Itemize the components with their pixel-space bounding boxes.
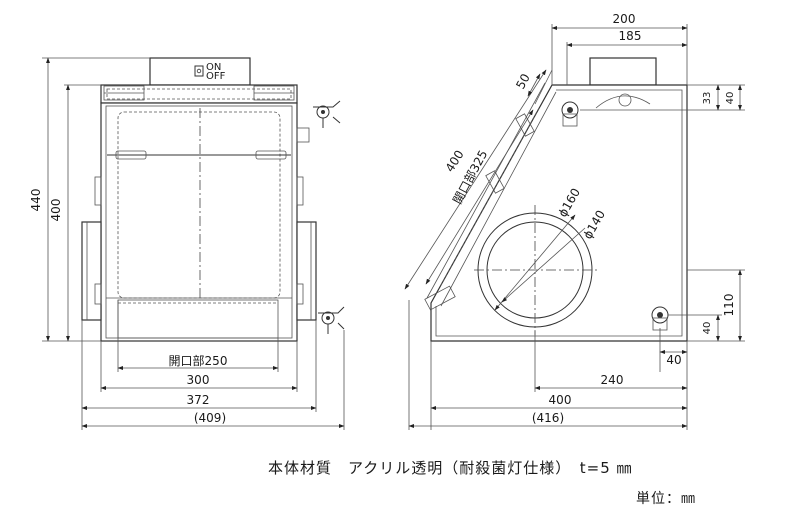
dim-185: 185 <box>619 29 642 43</box>
dim-372: 372 <box>187 393 210 407</box>
switch-box <box>149 57 251 86</box>
switch-on-label: ON <box>206 62 221 73</box>
front-cabinet <box>100 102 298 342</box>
dim-409: (409) <box>194 411 226 425</box>
dim-40-bottom: 40 <box>702 322 713 335</box>
dim-200: 200 <box>613 12 636 26</box>
dim-33: 33 <box>702 92 713 105</box>
dim-440: 440 <box>29 189 43 212</box>
valve-icon <box>318 306 345 334</box>
dim-50: 50 <box>513 71 533 91</box>
dim-300: 300 <box>187 373 210 387</box>
dim-110: 110 <box>722 294 736 317</box>
dim-240: 240 <box>601 373 624 387</box>
valve-icon <box>296 100 341 143</box>
dim-416: (416) <box>532 411 564 425</box>
switch-icon <box>194 65 204 77</box>
front-view: ON OFF <box>29 57 345 430</box>
unit-label: 単位：㎜ <box>636 491 696 507</box>
dim-40-top: 40 <box>725 92 736 105</box>
knob-icon <box>561 101 579 127</box>
dim-400-bottom: 400 <box>549 393 572 407</box>
dim-400-slant: 400 <box>443 148 467 175</box>
material-caption: 本体材質 アクリル透明（耐殺菌灯仕様） t=5 ㎜ <box>268 459 633 477</box>
dim-opening-250: 開口部250 <box>169 353 228 368</box>
side-view: ϕ160 ϕ140 200 185 50 400 開口部325 33 40 11… <box>404 12 745 430</box>
switch-off-label: OFF <box>206 71 226 82</box>
dim-400: 400 <box>49 199 63 222</box>
dim-40-right: 40 <box>666 353 681 367</box>
